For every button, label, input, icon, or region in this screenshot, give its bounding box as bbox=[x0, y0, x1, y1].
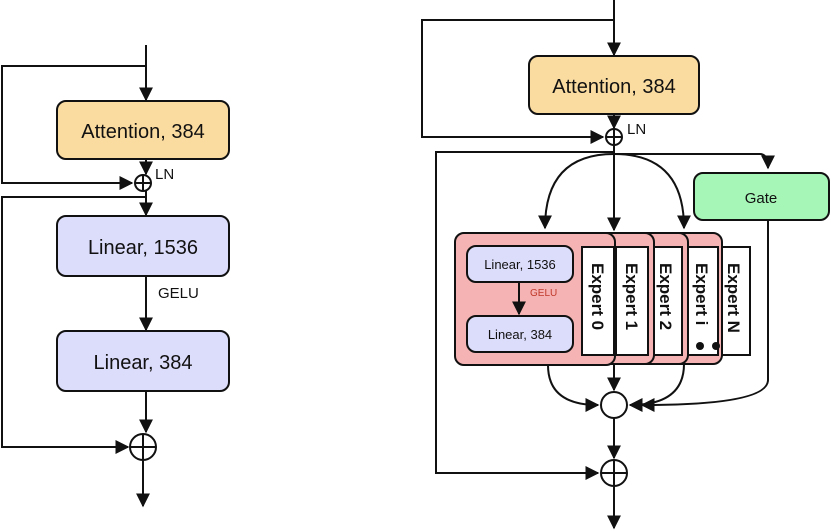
left-attention-label: Attention, 384 bbox=[81, 121, 204, 143]
expert-0-label: Expert 0 bbox=[588, 263, 607, 330]
left-residual-2 bbox=[1, 196, 146, 454]
right-residual-1 bbox=[421, 19, 614, 144]
right-moe-block: Attention, 384 LN Gate Expert N Expert i… bbox=[421, 0, 830, 530]
ellipsis-dot-2 bbox=[696, 342, 704, 350]
route-to-expert-0 bbox=[538, 153, 615, 230]
right-residual-2 bbox=[435, 151, 614, 480]
expert-0-tab bbox=[581, 246, 615, 356]
gate-box bbox=[693, 172, 830, 221]
left-ln-label: LN bbox=[155, 166, 174, 183]
combine-node bbox=[600, 391, 628, 419]
expert-n-card bbox=[717, 246, 751, 356]
left-residual-1 bbox=[1, 65, 146, 190]
left-linear2-box bbox=[56, 330, 230, 392]
expert-2-label: Expert 2 bbox=[656, 263, 675, 330]
expert-2-tab bbox=[649, 246, 683, 356]
left-attention-box bbox=[56, 100, 230, 160]
route-to-gate bbox=[614, 153, 775, 170]
expert-1-tab bbox=[615, 246, 649, 356]
expert-n-label: Expert N bbox=[724, 263, 743, 333]
inner-linear2-label: Linear, 384 bbox=[488, 327, 552, 342]
left-gelu-label: GELU bbox=[158, 285, 199, 302]
expert-1-label: Expert 1 bbox=[622, 263, 641, 330]
expert-i-output bbox=[628, 363, 685, 412]
right-attention-label: Attention, 384 bbox=[552, 76, 675, 98]
inner-linear2-box bbox=[466, 315, 574, 353]
left-linear1-box bbox=[56, 215, 230, 277]
inner-gelu-label: GELU bbox=[530, 288, 557, 299]
route-to-expert-i bbox=[613, 153, 691, 230]
right-ln-label: LN bbox=[627, 121, 646, 138]
left-transformer-block: Attention, 384 LN Linear, 1536 GELU Line… bbox=[1, 45, 230, 508]
left-linear2-label: Linear, 384 bbox=[94, 352, 193, 374]
expert-i-label: Expert i bbox=[692, 263, 711, 325]
expert-0-output bbox=[547, 364, 600, 412]
left-linear1-label: Linear, 1536 bbox=[88, 237, 198, 259]
expert-i-tab bbox=[685, 246, 719, 356]
inner-linear1-label: Linear, 1536 bbox=[484, 257, 556, 272]
gate-label: Gate bbox=[745, 190, 778, 207]
gate-output bbox=[640, 220, 769, 412]
ellipsis-dot-3 bbox=[712, 342, 720, 350]
